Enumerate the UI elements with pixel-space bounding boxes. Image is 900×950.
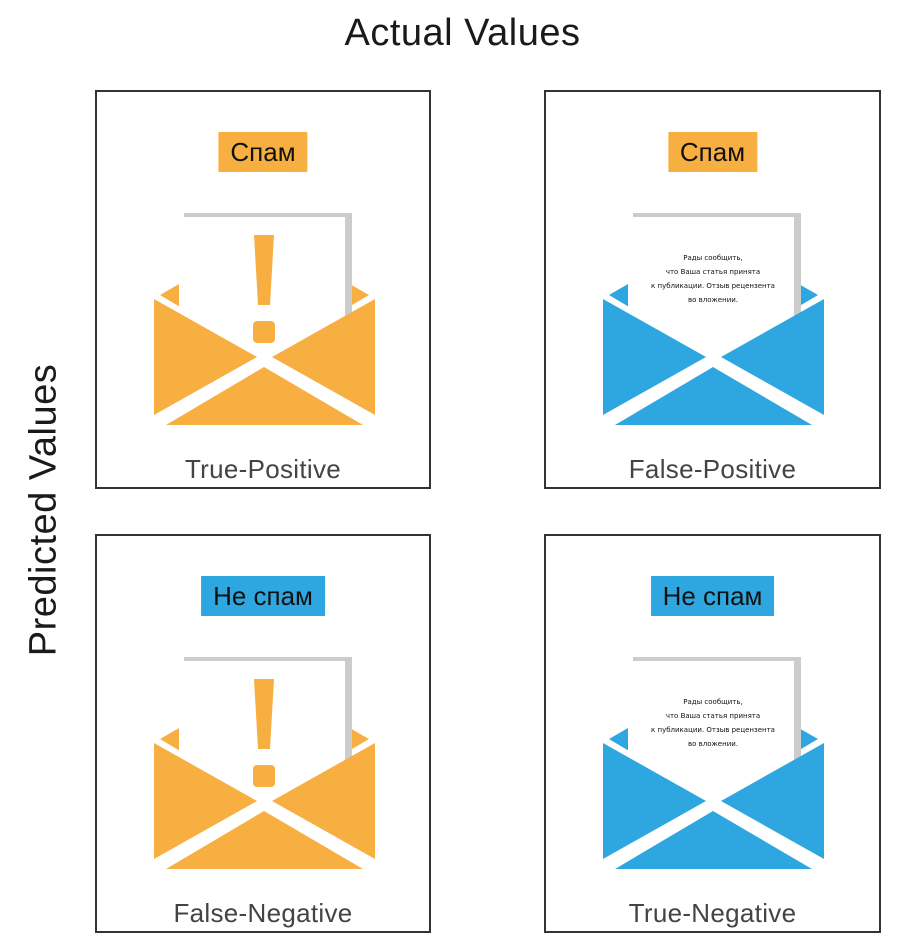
cell-false-negative: Не спам False-Negative <box>95 534 431 933</box>
envelope-right-panel <box>272 299 375 415</box>
envelope-left-panel <box>154 743 257 859</box>
cell-caption: True-Negative <box>628 898 797 928</box>
envelope-right-panel <box>721 743 824 859</box>
not-spam-badge: Не спам <box>201 576 325 616</box>
letter-line: что Ваша статья принята <box>666 268 760 276</box>
letter-line: что Ваша статья принята <box>666 712 760 720</box>
envelope-bottom-panel <box>615 811 812 869</box>
actual-values-axis-label: Actual Values <box>0 12 900 55</box>
actual-values-text: Actual Values <box>344 12 581 54</box>
letter-line: во вложении. <box>688 740 738 748</box>
letter-line: Рады сообщить, <box>683 254 742 262</box>
envelope-right-panel <box>721 299 824 415</box>
letter-line: к публикации. Отзыв рецензента <box>651 282 775 290</box>
spam-badge: Спам <box>667 132 758 172</box>
spam-envelope-icon <box>154 657 375 869</box>
envelope-right-panel <box>272 743 375 859</box>
cell-true-negative: Не спам Рады сообщить, что Ваша статья пр… <box>544 534 881 933</box>
letter-line: к публикации. Отзыв рецензента <box>651 726 775 734</box>
cell-caption: False-Negative <box>173 898 353 928</box>
envelope-bottom-panel <box>615 367 812 425</box>
cell-false-positive: Спам Рады сообщить, что Ваша статья приня… <box>544 90 881 489</box>
letter-line: Рады сообщить, <box>683 698 742 706</box>
cell-true-positive: Спам True-Positive <box>95 90 431 489</box>
exclamation-bar <box>254 235 274 305</box>
cell-caption: True-Positive <box>184 454 342 484</box>
not-spam-badge: Не спам <box>650 576 775 616</box>
legit-envelope-icon: Рады сообщить, что Ваша статья принята к п… <box>603 213 824 425</box>
exclamation-bar <box>254 679 274 749</box>
legit-envelope-icon: Рады сообщить, что Ваша статья принята к п… <box>603 657 824 869</box>
spam-badge: Спам <box>218 132 308 172</box>
spam-envelope-icon <box>154 213 375 425</box>
cell-caption: False-Positive <box>628 454 797 484</box>
envelope-bottom-panel <box>166 811 363 869</box>
envelope-bottom-panel <box>166 367 363 425</box>
predicted-values-axis-label: Predicted Values <box>22 363 65 657</box>
exclamation-dot <box>253 765 275 787</box>
envelope-left-panel <box>154 299 257 415</box>
letter-line: во вложении. <box>688 296 738 304</box>
envelope-left-panel <box>603 743 706 859</box>
envelope-left-panel <box>603 299 706 415</box>
exclamation-dot <box>253 321 275 343</box>
